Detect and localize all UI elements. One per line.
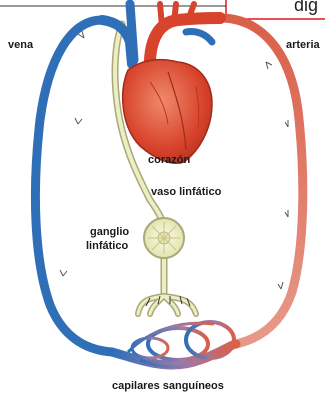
heart-label: corazón (148, 154, 190, 166)
artery-arrow-1 (266, 62, 272, 69)
lymph-node-label-line2: linfático (86, 240, 128, 252)
artery-arrow-2 (285, 120, 288, 127)
lymph-vessel-label: vaso linfático (151, 186, 222, 198)
artery-arrow-3 (285, 210, 288, 217)
vein-arrow-3 (60, 270, 67, 276)
artery-label: arteria (286, 39, 321, 51)
lymph-node-label-line1: ganglio (90, 226, 129, 238)
vein-label: vena (8, 39, 34, 51)
capillary-network (112, 322, 236, 367)
artery-vessel (220, 18, 303, 344)
heart (102, 4, 220, 163)
lymph-node (144, 218, 184, 258)
vein-arrow-2 (75, 118, 82, 124)
artery-arrow-4 (278, 282, 283, 289)
capillaries-label: capilares sanguíneos (112, 380, 224, 392)
cropped-header-text: dig (294, 0, 318, 16)
vein-vessel (35, 20, 112, 352)
